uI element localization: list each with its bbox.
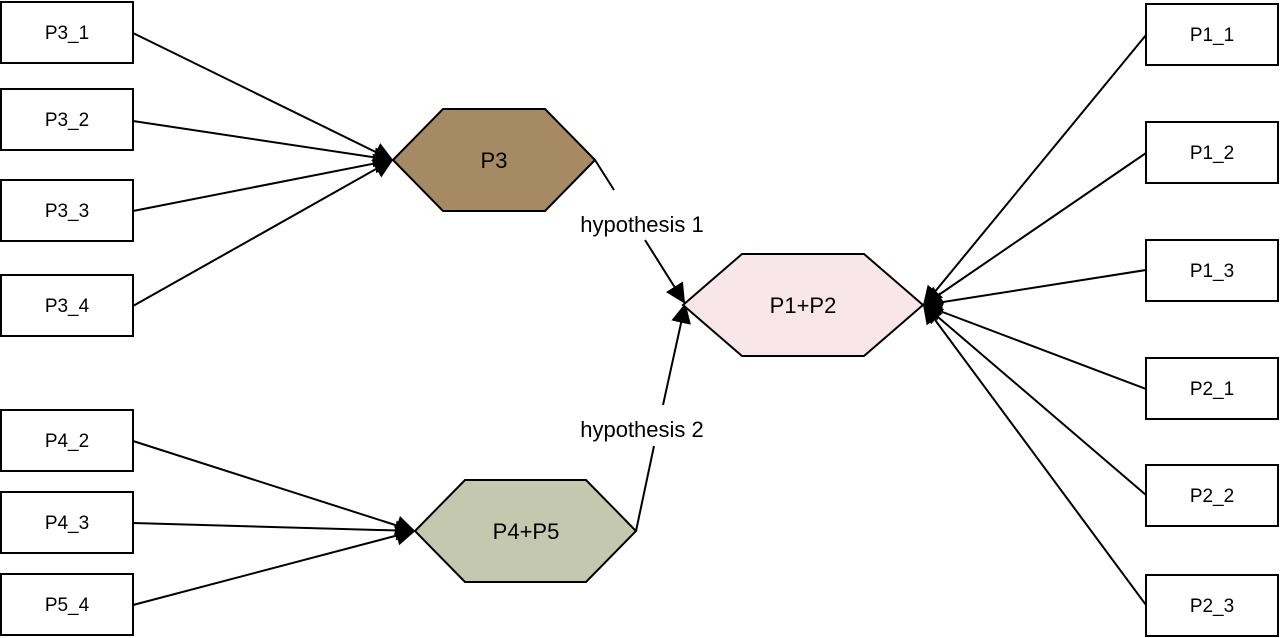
node-p4_2-box [0, 409, 134, 472]
node-p2_1-box [1145, 357, 1279, 420]
hypothesis-2-label: hypothesis 2 [580, 417, 704, 442]
node-p1_3-box [1145, 239, 1279, 302]
node-p4_2[interactable]: P4_2 [0, 409, 134, 472]
edge-p3_1-to-p3 [132, 32, 394, 162]
edge-p3_4-to-p3 [132, 159, 394, 307]
edge-p3_3-to-p3 [132, 153, 394, 212]
node-p1_2[interactable]: P1_2 [1145, 121, 1279, 184]
edge-p1_3-to-p1p2 [922, 269, 1147, 313]
node-p3_3-box [0, 179, 134, 242]
node-p4_2-label: P4_2 [45, 431, 89, 452]
node-p2_1[interactable]: P2_1 [1145, 357, 1279, 420]
node-p3-shape [391, 108, 597, 212]
node-p3_3-label: P3_3 [45, 201, 89, 222]
node-p3_1-label: P3_1 [45, 23, 89, 44]
node-p5_4[interactable]: P5_4 [0, 573, 134, 636]
edge-p2_3-to-p1p2 [922, 303, 1147, 606]
node-p3_2-label: P3_2 [45, 110, 89, 131]
edge-p3_2-to-p3 [132, 120, 394, 168]
edge-hypothesis-2 [635, 305, 685, 532]
edge-p4_3-to-p4p5 [132, 520, 416, 541]
node-p1_1-label: P1_1 [1190, 25, 1234, 46]
node-p2_3-box [1145, 574, 1279, 637]
node-p3_3[interactable]: P3_3 [0, 179, 134, 242]
node-p4p5-shape [413, 479, 638, 583]
node-p4_3[interactable]: P4_3 [0, 491, 134, 554]
node-p3_1-box [0, 1, 134, 64]
node-p2_3-label: P2_3 [1190, 596, 1234, 617]
node-p1_3[interactable]: P1_3 [1145, 239, 1279, 302]
edge-p2_1-to-p1p2 [922, 302, 1147, 390]
node-p1p2-label: P1+P2 [770, 293, 837, 318]
node-p3_2[interactable]: P3_2 [0, 88, 134, 151]
edge-p4_2-to-p4p5 [132, 440, 416, 536]
node-p2_1-label: P2_1 [1190, 379, 1234, 400]
node-p1p2-shape [681, 253, 925, 357]
node-p2_3[interactable]: P2_3 [1145, 574, 1279, 637]
node-p4_3-label: P4_3 [45, 513, 89, 534]
edge-p2_2-to-p1p2 [922, 303, 1147, 496]
edge-p5_4-to-p4p5 [132, 525, 416, 606]
node-p1p2[interactable]: P1+P2 [681, 253, 925, 357]
node-p4p5[interactable]: P4+P5 [413, 479, 638, 583]
node-p5_4-label: P5_4 [45, 595, 90, 616]
node-p2_2-label: P2_2 [1190, 486, 1234, 507]
node-p1_3-label: P1_3 [1190, 261, 1234, 282]
node-p3_4-box [0, 274, 134, 337]
node-p1_1[interactable]: P1_1 [1145, 3, 1279, 66]
node-p4p5-label: P4+P5 [493, 519, 560, 544]
node-p1_2-label: P1_2 [1190, 143, 1234, 164]
edge-p1_2-to-p1p2 [922, 152, 1147, 307]
node-p3_4-label: P3_4 [45, 296, 90, 317]
node-p2_2-box [1145, 464, 1279, 527]
node-p3_1[interactable]: P3_1 [0, 1, 134, 64]
node-p3[interactable]: P3 [391, 108, 597, 212]
node-p5_4-box [0, 573, 134, 636]
node-p1_1-box [1145, 3, 1279, 66]
node-p3_2-box [0, 88, 134, 151]
node-p1_2-box [1145, 121, 1279, 184]
node-p2_2[interactable]: P2_2 [1145, 464, 1279, 527]
node-p4_3-box [0, 491, 134, 554]
node-p3-label: P3 [481, 148, 508, 173]
node-p3_4[interactable]: P3_4 [0, 274, 134, 337]
hypothesis-1-label: hypothesis 1 [580, 212, 704, 237]
edge-p1_1-to-p1p2 [922, 34, 1147, 307]
